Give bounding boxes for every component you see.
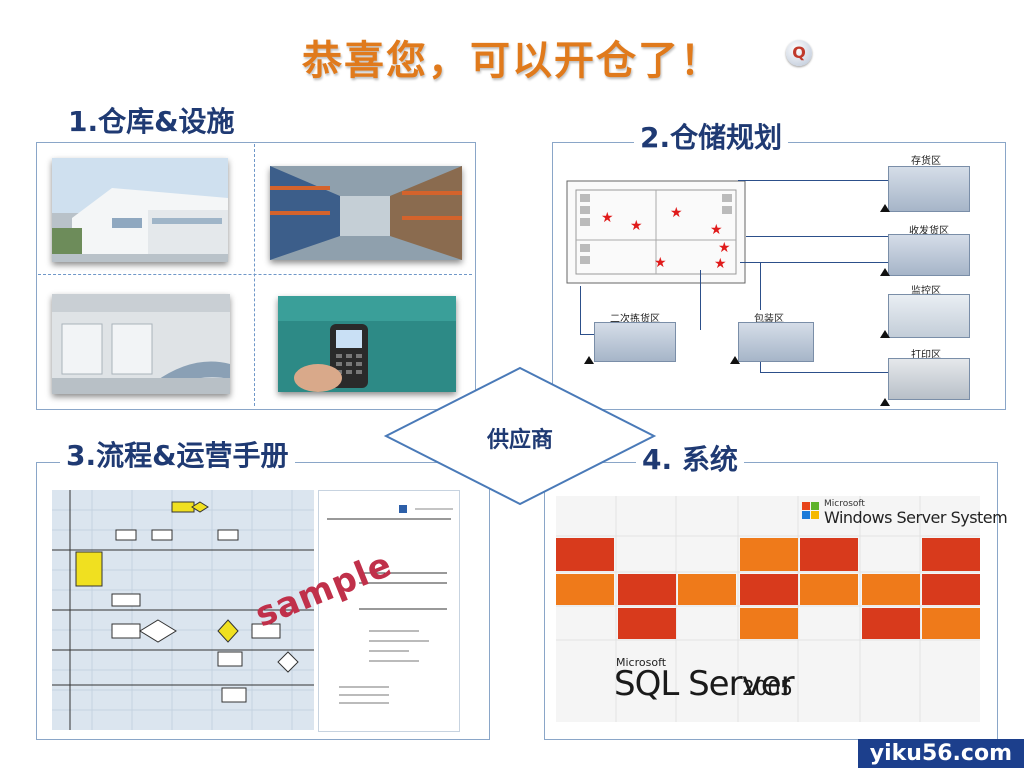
storage-zone-thumb: [888, 166, 970, 212]
zone-marker-icon: ★: [601, 210, 614, 226]
anchor-triangle-icon: [880, 398, 890, 406]
print-zone-thumb: [888, 358, 970, 400]
supplier-diamond: [382, 366, 658, 506]
zone-label-packing: 包装区: [744, 310, 794, 325]
sql-version-label: 2005: [742, 676, 793, 700]
zone-marker-icon: ★: [714, 256, 727, 272]
ms-label-bottom: Microsoft: [616, 656, 667, 669]
process-flowchart: [52, 490, 314, 730]
connector-line: [700, 270, 701, 330]
connector-line: [580, 286, 581, 334]
receiving-zone-thumb: [888, 234, 970, 276]
facilities-divider-v: [254, 144, 255, 406]
packing-zone-thumb: [738, 322, 814, 362]
process-heading: 3.流程&运营手册: [60, 434, 295, 474]
connector-line: [746, 236, 888, 237]
windows-logo-icon: [802, 502, 820, 520]
windows-server-label: Windows Server System: [824, 508, 1008, 527]
zone-marker-icon: ★: [654, 255, 667, 271]
sql-server-label: SQL Server: [614, 664, 795, 704]
zone-label-secondary-pick: 二次拣货区: [600, 310, 670, 325]
zone-label-print: 打印区: [896, 346, 956, 361]
anchor-triangle-icon: [880, 268, 890, 276]
anchor-triangle-icon: [880, 330, 890, 338]
anchor-triangle-icon: [880, 204, 890, 212]
warehouse-racks-photo: [270, 166, 462, 260]
ms-label-top: Microsoft: [824, 499, 865, 509]
planning-heading: 2.仓储规划: [634, 116, 789, 156]
secondary-pick-zone-thumb: [594, 322, 676, 362]
zone-marker-icon: ★: [710, 222, 723, 238]
warehouse-building-photo: [52, 158, 228, 262]
connector-line: [760, 372, 888, 373]
zone-marker-icon: ★: [718, 240, 731, 256]
zone-marker-icon: ★: [630, 218, 643, 234]
zone-marker-icon: ★: [670, 205, 683, 221]
supplier-label: 供应商: [486, 428, 553, 453]
monitor-zone-thumb: [888, 294, 970, 338]
system-heading: 4. 系统: [636, 438, 744, 478]
connector-line: [738, 180, 888, 181]
anchor-triangle-icon: [730, 356, 740, 364]
zone-label-monitor: 监控区: [896, 282, 956, 297]
zone-label-receiving: 收发货区: [896, 222, 962, 237]
facilities-heading: 1.仓库&设施: [62, 100, 241, 140]
manual-cover-page: [318, 490, 460, 732]
q-badge-icon: Q: [786, 40, 812, 66]
anchor-triangle-icon: [584, 356, 594, 364]
connector-line: [580, 334, 594, 335]
handheld-scanner-photo: [278, 296, 456, 392]
slide-title: 恭喜您，可以开仓了！: [302, 38, 722, 84]
conveyor-shelves-photo: [52, 294, 230, 394]
floor-plan: [566, 180, 746, 284]
sql-server-banner: [556, 496, 980, 722]
zone-label-storage: 存货区: [896, 152, 956, 167]
facilities-divider-h: [38, 274, 472, 275]
site-logo: yiku56.com: [857, 739, 1024, 768]
connector-line: [740, 262, 888, 263]
